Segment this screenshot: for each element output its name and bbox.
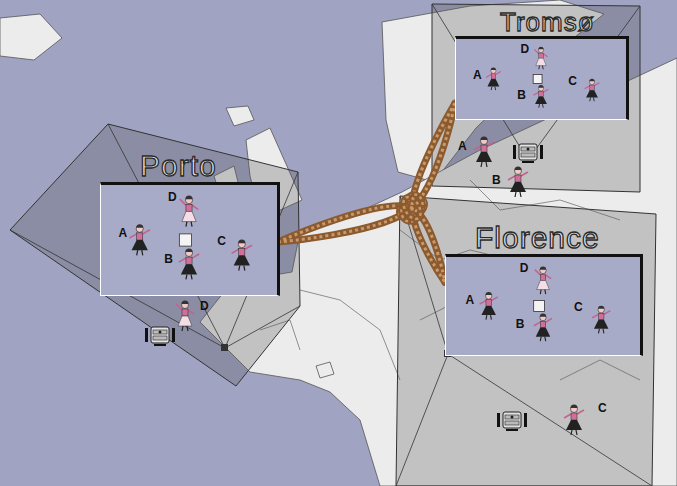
site-box: FlorenceD A B C [445, 222, 641, 356]
dancer-letter: D [168, 191, 177, 204]
dancer-letter: A [465, 294, 474, 307]
dancer-figure [534, 47, 547, 70]
camera-icon [145, 327, 175, 346]
dancer-letter: C [574, 301, 583, 314]
camera-icon [513, 144, 543, 163]
dancer-letter: A [473, 69, 482, 82]
rope-strand [278, 103, 455, 242]
dancer-letter: A [458, 140, 467, 153]
knot-loop [398, 191, 426, 224]
view-box [432, 4, 640, 192]
dancer-figure [179, 248, 199, 279]
dancer-letter: B [517, 89, 526, 102]
table-square [533, 75, 542, 84]
dancer-letter: B [492, 174, 501, 187]
knot-strand [400, 194, 424, 222]
table-square [534, 301, 545, 312]
dancer-figure [508, 167, 528, 198]
dancer-letter: B [516, 318, 525, 331]
knot-loop [400, 194, 424, 222]
dancer-letter: C [568, 75, 577, 88]
dancer-figure [480, 292, 498, 320]
dancer-figure [232, 240, 252, 271]
video-screen: D A B C [455, 36, 629, 120]
view-box [10, 124, 300, 386]
site-name: Tromsø [455, 8, 627, 36]
dance-scene [101, 185, 277, 295]
dancer-letter: B [164, 253, 173, 266]
view-ray [10, 124, 300, 348]
dancer-letter: D [521, 43, 530, 56]
dancer-letter: D [520, 262, 529, 275]
view-volume [10, 124, 300, 386]
dancer-figure [130, 224, 150, 255]
rope-knot [395, 191, 428, 224]
border-line [300, 290, 400, 380]
knot-strand [398, 191, 426, 224]
dancer-figure [534, 85, 549, 108]
dancer-figure [564, 405, 584, 436]
view-volume [432, 4, 640, 197]
video-screen: D A B C [100, 182, 280, 296]
dancer-letter: D [200, 300, 209, 313]
dance-scene [446, 257, 640, 355]
camera-icon [497, 412, 527, 431]
video-screen: D A B C [445, 254, 643, 356]
land-mass [226, 106, 254, 126]
dancer-figure [534, 313, 552, 341]
view-ray [432, 4, 640, 160]
dancer-figure [474, 137, 494, 168]
dancer-figure [535, 266, 551, 294]
dancer-letter: C [217, 235, 226, 248]
table-square [179, 234, 191, 246]
dancer-figure [180, 196, 198, 227]
dancer-letter: A [119, 227, 128, 240]
site-name: Florence [445, 222, 641, 254]
site-box: TromsøD A B C [455, 8, 627, 120]
dancer-figure [486, 68, 501, 91]
dancer-letter: C [598, 402, 607, 415]
dancer-figure [176, 301, 194, 332]
land-mass [316, 362, 334, 378]
dancer-figure [592, 306, 610, 334]
city-dot [221, 344, 228, 351]
land-mass [0, 14, 62, 60]
site-box: PortoD A B C [100, 150, 278, 296]
site-name: Porto [100, 150, 278, 182]
dancer-figure [585, 79, 600, 102]
